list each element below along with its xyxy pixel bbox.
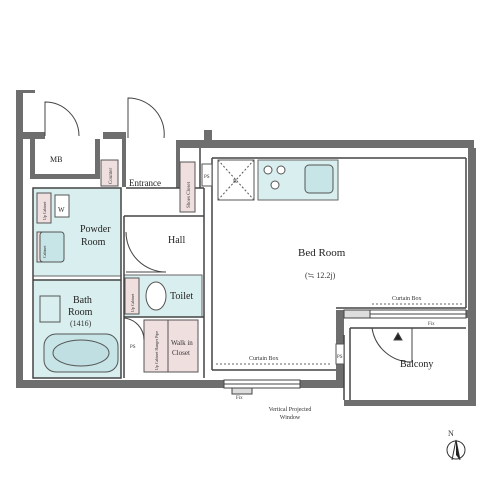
windows <box>223 309 467 395</box>
up-cabinet-2-label: Up Cabinet <box>130 293 135 312</box>
bed-room-area: (≒ 12.2j) <box>305 271 336 280</box>
powder-room-label-1: Powder <box>80 224 111 235</box>
walk-in-closet-label-1: Walk in <box>171 339 193 347</box>
ps-box-3 <box>335 343 345 365</box>
curtain-box-2-label: Curtain Box <box>392 296 422 302</box>
bath-counter <box>39 295 61 323</box>
counter-cabinet <box>100 159 119 187</box>
washer-box <box>54 194 70 218</box>
window-label-2: Window <box>280 415 301 421</box>
shoes-closet <box>179 161 196 213</box>
balcony-label: Balcony <box>400 359 433 370</box>
wash-basin <box>39 231 65 263</box>
hall-label: Hall <box>168 235 185 246</box>
bathtub-inner <box>52 339 110 367</box>
up-cabinet-toilet <box>124 277 140 315</box>
fix-window-2 <box>343 309 371 319</box>
burner-2 <box>276 165 286 175</box>
ps-3-label: PS <box>337 355 343 360</box>
refrigerator-label: R <box>233 179 237 185</box>
w-mark: W <box>58 206 65 214</box>
window-label-1: Vertical Projected <box>269 407 312 413</box>
cabinet-label: Cabinet <box>42 245 47 258</box>
bath-room-label-2: Room <box>68 307 93 318</box>
bath-room-size: (1416) <box>70 319 92 328</box>
shoes-closet-label: Shoes Closet <box>187 181 192 208</box>
fix-window-1 <box>231 387 253 395</box>
burner-3 <box>270 180 280 190</box>
north-label: N <box>448 429 454 438</box>
toilet-door <box>123 317 145 341</box>
doors <box>44 97 413 363</box>
up-cabinet-pipe-label: Up Cabinet Hanger Pipe <box>154 331 159 370</box>
walk-in-closet <box>167 319 199 373</box>
mb-door <box>44 101 80 137</box>
balcony-arrow-icon <box>393 331 403 341</box>
fixtures <box>39 159 345 373</box>
front-door <box>127 97 165 139</box>
counter-label: Counter <box>109 168 114 184</box>
curtain-boxes <box>216 303 462 365</box>
bed-room-label: Bed Room <box>298 247 346 259</box>
walk-in-closet-label-2: Closet <box>172 349 190 357</box>
entrance-label: Entrance <box>129 178 161 188</box>
mb-label: MB <box>50 155 62 164</box>
up-cabinet-powder <box>36 192 52 224</box>
burner-1 <box>263 165 273 175</box>
curtain-box-1-label: Curtain Box <box>249 356 279 362</box>
powder-room-label-2: Room <box>81 237 106 248</box>
ps-box-1 <box>201 163 213 187</box>
powder-door <box>125 231 167 273</box>
fix-2-label: Fix <box>428 322 435 327</box>
up-cabinet-1-label: Up Cabinet <box>42 201 47 220</box>
balcony-door <box>371 327 413 363</box>
fix-1-label: Fix <box>236 396 243 401</box>
bath-room-label-1: Bath <box>73 295 92 306</box>
toilet-label: Toilet <box>170 291 193 302</box>
north-arrow-icon: N <box>446 429 466 461</box>
toilet-bowl <box>145 281 167 311</box>
ps-2-label: PS <box>130 345 136 350</box>
ps-1-label: PS <box>204 175 210 180</box>
kitchen-sink <box>304 164 334 194</box>
